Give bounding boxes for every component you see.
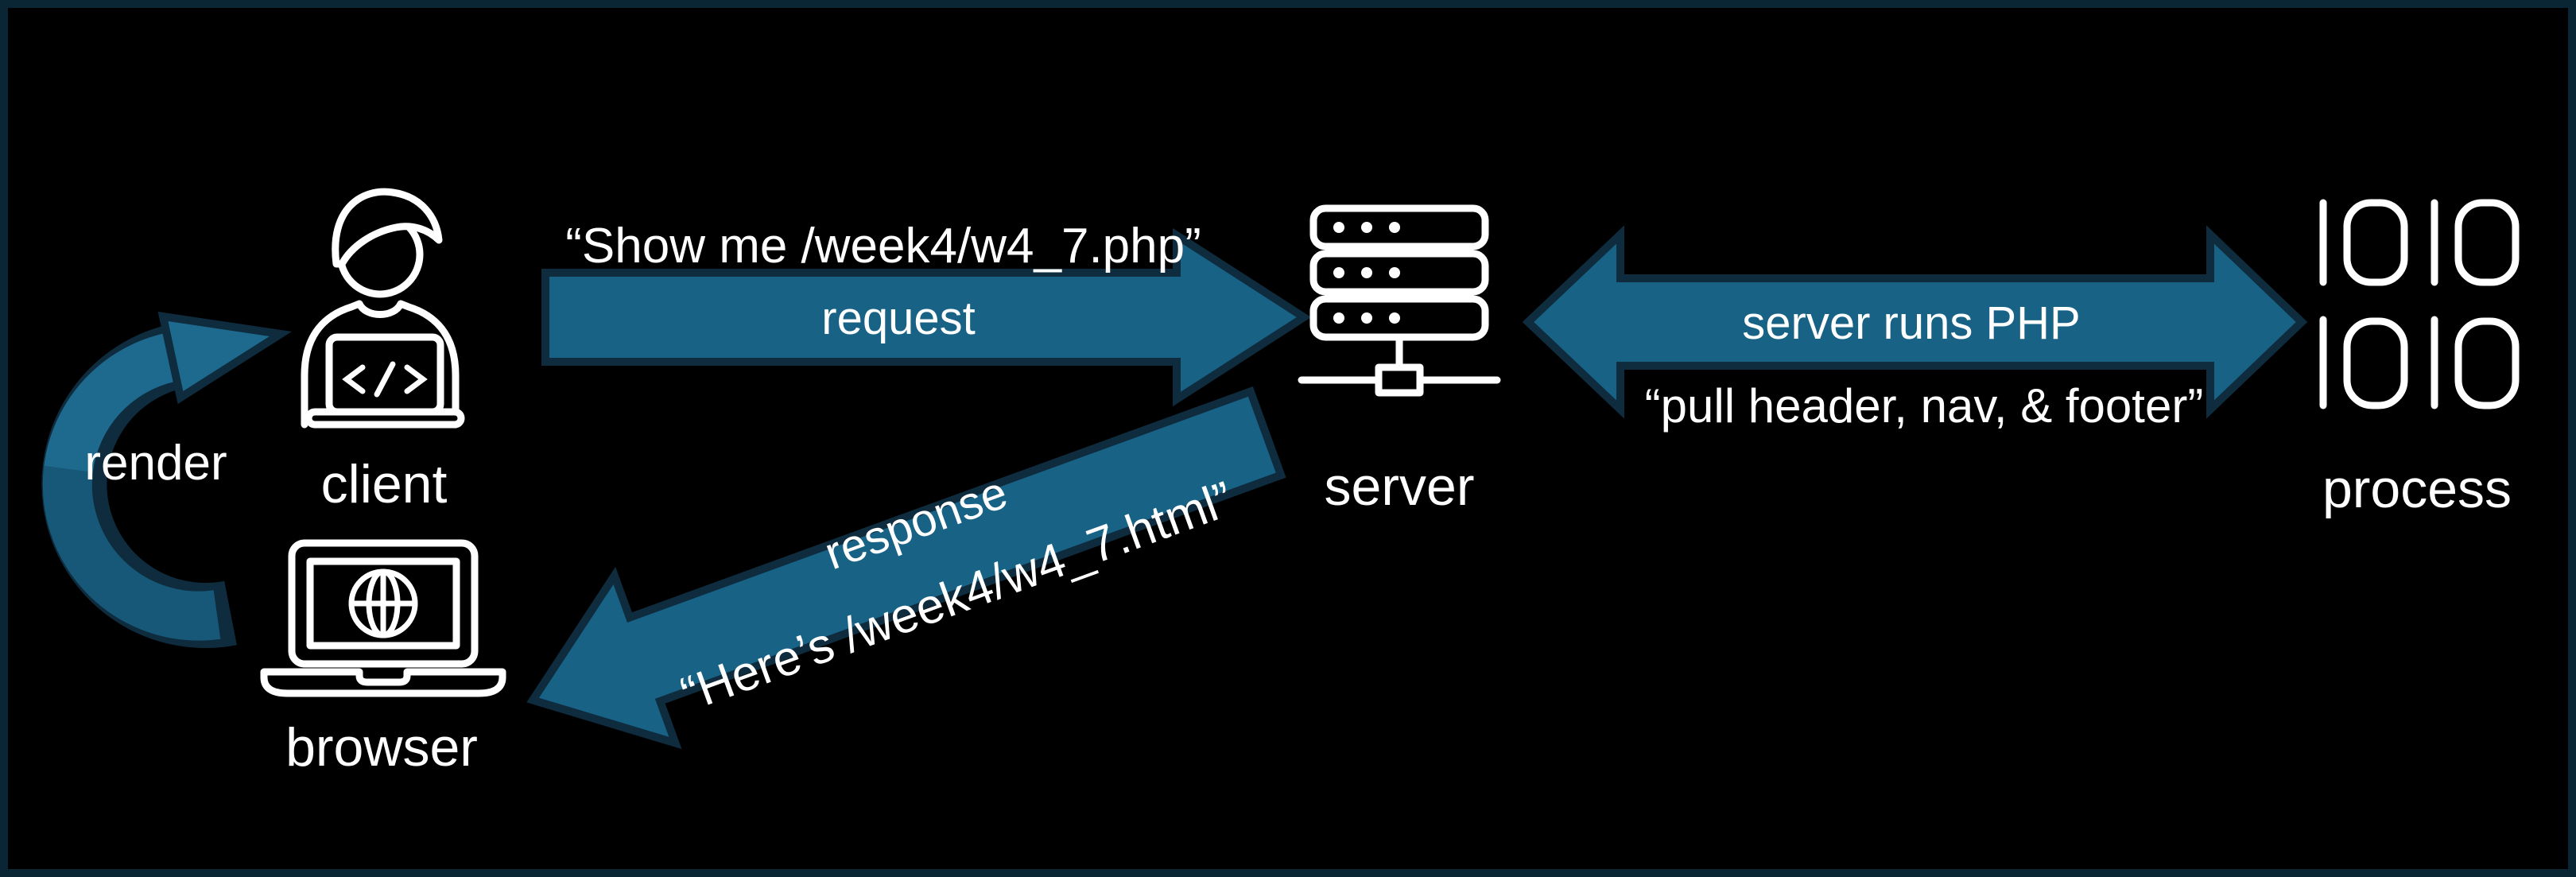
client-label: client <box>321 454 448 514</box>
browser-bezel <box>288 539 479 668</box>
render-label: render <box>84 436 227 491</box>
client-torso <box>301 300 460 429</box>
binary-row-1 <box>2319 199 2520 286</box>
binary-zero <box>2343 199 2408 286</box>
code-chevron-left <box>342 364 366 394</box>
browser-laptop-base <box>260 668 506 697</box>
response-arrow-shape <box>526 386 1286 750</box>
globe-icon <box>348 568 418 638</box>
request-arrow-shape <box>541 227 1312 407</box>
response-arrow: response “Here’s /week4/w4_7.html” <box>526 386 1286 750</box>
php-message: “pull header, nav, & footer” <box>1645 379 2204 433</box>
render-arrow-band-lower <box>42 466 221 641</box>
request-arrow: request <box>541 227 1312 407</box>
render-arrow-icon <box>41 311 293 649</box>
code-chevron-right <box>404 364 428 394</box>
render-arrow-band-upper <box>44 332 178 473</box>
server-network-node <box>1375 363 1424 397</box>
server-label: server <box>1325 456 1475 517</box>
server-leds <box>1333 222 1400 324</box>
code-slash <box>374 361 396 398</box>
client-person-icon <box>301 188 465 429</box>
request-message: “Show me /week4/w4_7.php” <box>565 219 1201 274</box>
php-arrow-shape <box>1522 225 2308 419</box>
client-laptop-base <box>305 408 465 429</box>
binary-code-icon <box>2319 199 2520 409</box>
code-icon <box>342 361 428 398</box>
php-label: server runs PHP <box>1742 297 2080 349</box>
browser-label: browser <box>285 717 478 778</box>
binary-row-2 <box>2319 316 2520 409</box>
browser-screen <box>306 557 460 650</box>
render-arrowhead <box>157 311 293 405</box>
process-label: process <box>2322 459 2512 519</box>
binary-zero <box>2454 317 2520 409</box>
client-hair <box>332 188 443 268</box>
binary-zero <box>2343 317 2408 409</box>
browser-laptop-icon <box>260 539 506 697</box>
php-arrow: server runs PHP <box>1522 225 2308 419</box>
binary-zero <box>2454 199 2520 286</box>
request-label: request <box>821 293 975 344</box>
server-rack-icon <box>1298 204 1501 397</box>
